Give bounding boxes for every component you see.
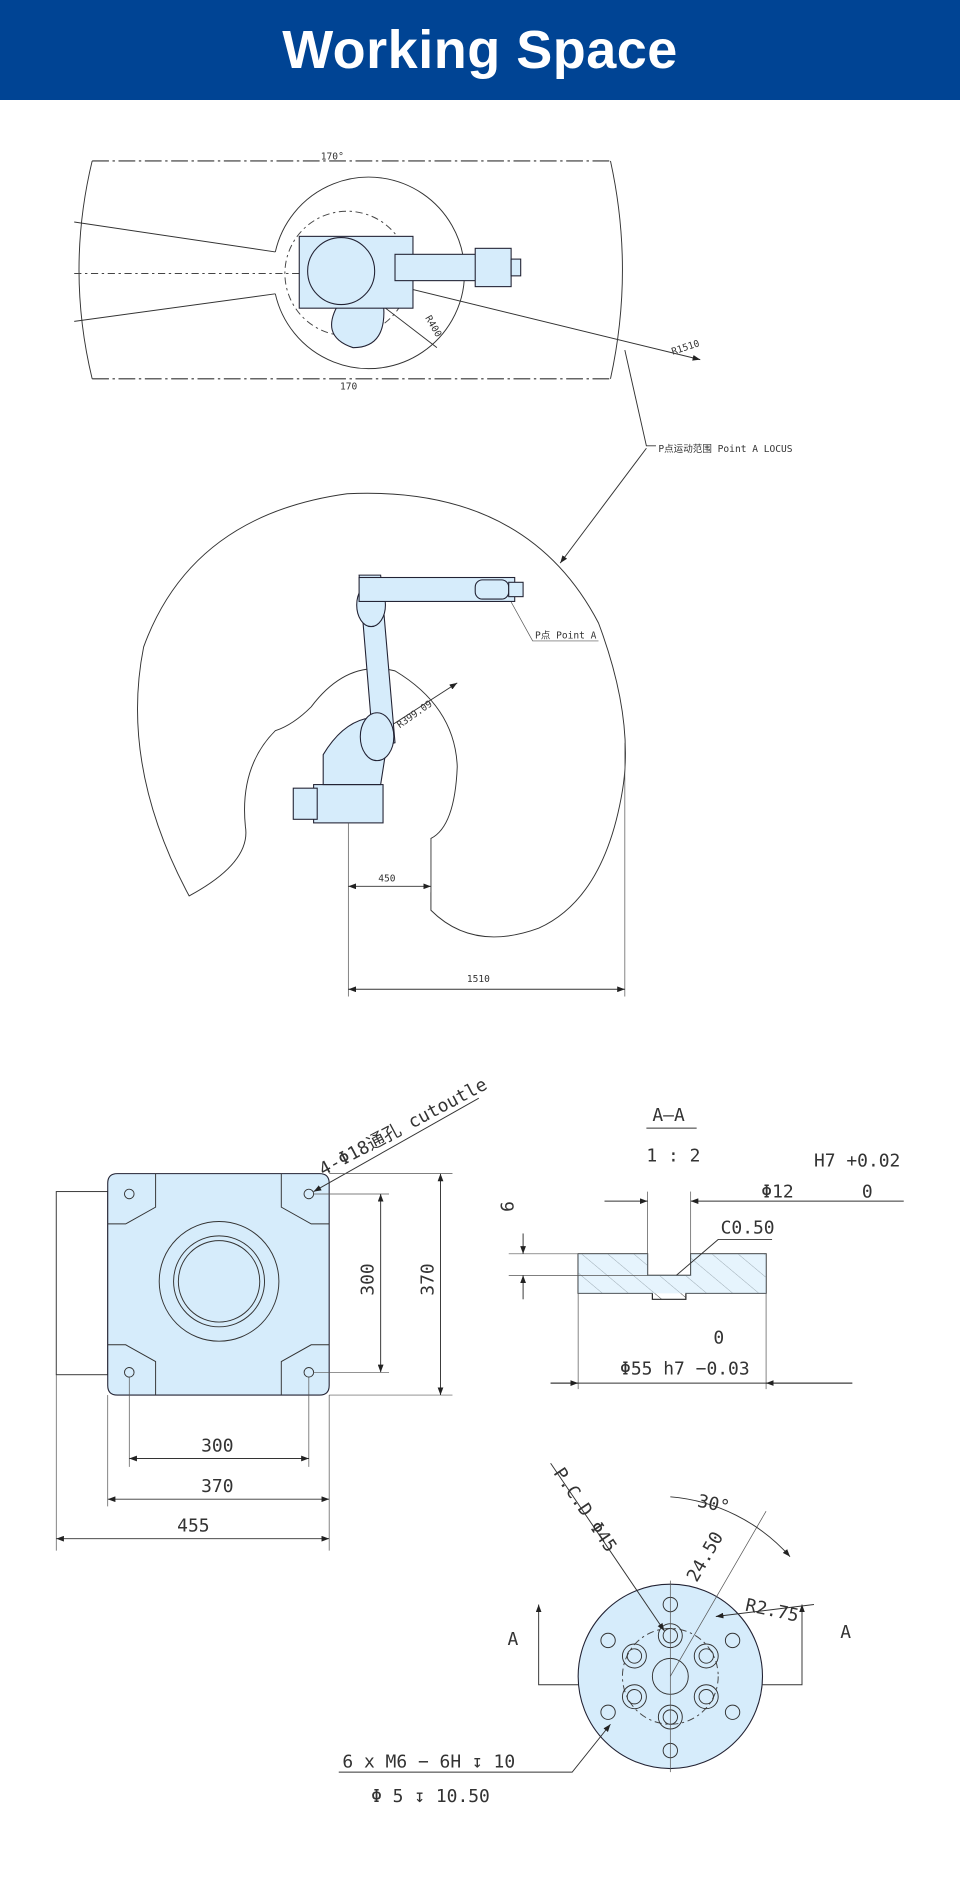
r399-label: R399.09 <box>395 699 435 731</box>
pcd-label: P.C.D Φ45 <box>549 1464 621 1556</box>
section-a-a: A—A 1 : 2 6 H7 +0.02 Φ12 0 C0.50 0 Φ55 h… <box>498 1105 904 1390</box>
dim-v-370: 370 <box>417 1263 438 1295</box>
chamfer-label: C0.50 <box>721 1217 775 1238</box>
point-a-locus-label: P点运动范围 Point A LOCUS <box>658 443 792 455</box>
dim-24-label: 24.50 <box>683 1528 728 1585</box>
section-title: A—A <box>652 1105 685 1126</box>
r1510-label: R1510 <box>670 338 701 357</box>
base-plate-view: 4-Φ18通孔 cutoutle 300 370 300 370 455 <box>55 1074 491 1551</box>
tol-upper: H7 +0.02 <box>814 1150 900 1171</box>
header-bar: Working Space <box>0 0 960 100</box>
bore-lower: 0 <box>862 1182 873 1203</box>
dim-h-300: 300 <box>201 1435 233 1456</box>
side-view: P点 Point A R399.09 450 1510 <box>137 492 626 997</box>
section-marker-right: A <box>840 1622 851 1643</box>
section-scale: 1 : 2 <box>646 1146 700 1167</box>
height-label: 6 <box>498 1201 519 1212</box>
od-upper: 0 <box>713 1328 724 1349</box>
point-a-label: P点 Point A <box>535 631 597 642</box>
dim-v-300: 300 <box>357 1263 378 1295</box>
od-label: Φ55 h7 −0.03 <box>620 1359 750 1380</box>
dim-450-label: 450 <box>378 874 396 885</box>
thread-note: 6 x M6 − 6H ↧ 10 <box>342 1751 515 1772</box>
angle-top-label: 170° <box>321 152 344 163</box>
section-marker-left: A <box>508 1629 519 1650</box>
top-view: 170° 170 R400 R1510 P点运动范围 Point A LOCUS <box>74 152 793 564</box>
flange-view: P.C.D Φ45 30° 24.50 R2.75 A A 6 x M6 − 6… <box>338 1463 851 1807</box>
dim-h-455: 455 <box>177 1516 209 1537</box>
drill-note: Φ 5 ↧ 10.50 <box>371 1786 490 1807</box>
robot-top-icon <box>298 235 522 349</box>
page-title: Working Space <box>282 20 678 80</box>
r400-label: R400 <box>422 314 443 340</box>
radius-label: R2.75 <box>743 1595 800 1627</box>
angle-bottom-label: 170 <box>340 382 358 393</box>
angle-label: 30° <box>696 1491 732 1518</box>
dim-h-370: 370 <box>201 1476 233 1497</box>
robot-side-icon <box>292 574 524 824</box>
bore-label: Φ12 <box>761 1182 793 1203</box>
hole-label: 4-Φ18通孔 cutoutle <box>316 1074 491 1180</box>
dim-1510-label: 1510 <box>467 974 490 985</box>
